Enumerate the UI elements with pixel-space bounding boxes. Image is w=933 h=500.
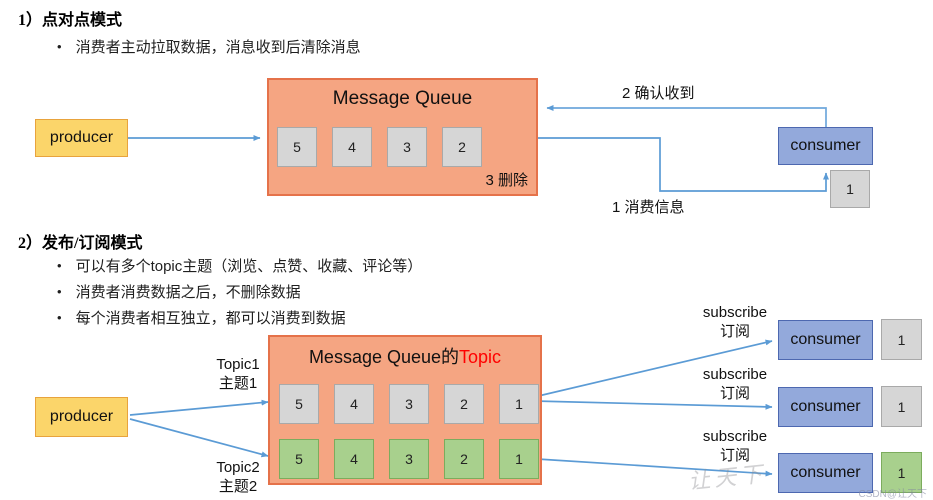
message-queue-title-2: Message Queue的Topic (270, 337, 540, 369)
consumer-box-2: consumer (778, 320, 873, 360)
topic1-label: Topic1 主题1 (193, 355, 283, 393)
consumer-box-4: consumer (778, 453, 873, 493)
csdn-watermark: CSDN@让天下 (858, 489, 928, 500)
queue2-title-black: Message Queue的 (308, 347, 460, 367)
ack-step-label: 2 确认收到 (622, 85, 695, 102)
topic2-cell: 1 (499, 439, 539, 479)
subscribe3-en: subscribe (702, 428, 768, 445)
consumer4-message-cell: 1 (881, 452, 922, 493)
subscribe2-cn: 订阅 (719, 385, 750, 402)
consume-step-label: 1 消费信息 (612, 199, 685, 216)
subscribe-label-1: subscribe 订阅 (690, 303, 780, 341)
section2-bullet-2: 消费者消费数据之后，不删除数据 (57, 281, 301, 302)
queue1-cell: 3 (387, 127, 427, 167)
consumer-box-3: consumer (778, 387, 873, 427)
consumer-label-2: consumer (790, 331, 861, 348)
consumer-label-4: consumer (790, 464, 861, 481)
arrow-producer-to-topic2 (129, 418, 269, 458)
topic1-label-cn: 主题1 (218, 375, 258, 392)
queue1-cell: 5 (277, 127, 317, 167)
section1-bullet-1: 消费者主动拉取数据，消息收到后清除消息 (57, 36, 361, 57)
arrow-ack-consumer-to-queue (546, 105, 827, 127)
topic2-label-en: Topic2 (216, 459, 260, 476)
subscribe1-en: subscribe (702, 304, 768, 321)
topic2-cell: 2 (444, 439, 484, 479)
message-queue-box-2: Message Queue的Topic 5 4 3 2 1 5 4 3 2 1 (268, 335, 542, 485)
queue1-cell: 4 (332, 127, 372, 167)
topic1-cell: 3 (389, 384, 429, 424)
topic1-cell: 2 (444, 384, 484, 424)
topic1-cell: 4 (334, 384, 374, 424)
consumer1-message-cell: 1 (830, 170, 870, 208)
consumer-box-1: consumer (778, 127, 873, 165)
consumer3-message-cell: 1 (881, 386, 922, 427)
topic2-label: Topic2 主题2 (193, 458, 283, 496)
topic2-cell: 3 (389, 439, 429, 479)
producer-box-2: producer (35, 397, 128, 437)
subscribe-label-2: subscribe 订阅 (690, 365, 780, 403)
producer-box-1: producer (35, 119, 128, 157)
queue2-title-topic-red: Topic (459, 347, 502, 367)
section1-heading: 1）点对点模式 (18, 12, 123, 29)
consumer-label-3: consumer (790, 398, 861, 415)
message-queue-title-1: Message Queue (332, 88, 473, 109)
topic1-label-en: Topic1 (216, 356, 260, 373)
consumer2-message-cell: 1 (881, 319, 922, 360)
message-queue-box-1: Message Queue 5 4 3 2 3 删除 (267, 78, 538, 196)
topic2-label-cn: 主题2 (218, 478, 258, 495)
topic2-cell: 5 (279, 439, 319, 479)
section2-bullet-1: 可以有多个topic主题（浏览、点赞、收藏、评论等） (57, 255, 423, 276)
section2-bullet-3: 每个消费者相互独立，都可以消费到数据 (57, 307, 346, 328)
section2-heading: 2）发布/订阅模式 (18, 235, 143, 252)
queue1-cell: 2 (442, 127, 482, 167)
producer-label-1: producer (49, 129, 114, 146)
topic1-cell: 5 (279, 384, 319, 424)
subscribe2-en: subscribe (702, 366, 768, 383)
topic1-cell: 1 (499, 384, 539, 424)
delete-step-label: 3 删除 (485, 172, 528, 189)
subscribe-label-3: subscribe 订阅 (690, 427, 780, 465)
subscribe3-cn: 订阅 (719, 447, 750, 464)
diagonal-watermark: 让天下 (687, 460, 768, 495)
consumer-label-1: consumer (790, 137, 861, 154)
subscribe1-cn: 订阅 (719, 323, 750, 340)
arrow-producer-to-topic1 (129, 399, 269, 416)
topic2-cell: 4 (334, 439, 374, 479)
producer-label-2: producer (49, 408, 114, 425)
